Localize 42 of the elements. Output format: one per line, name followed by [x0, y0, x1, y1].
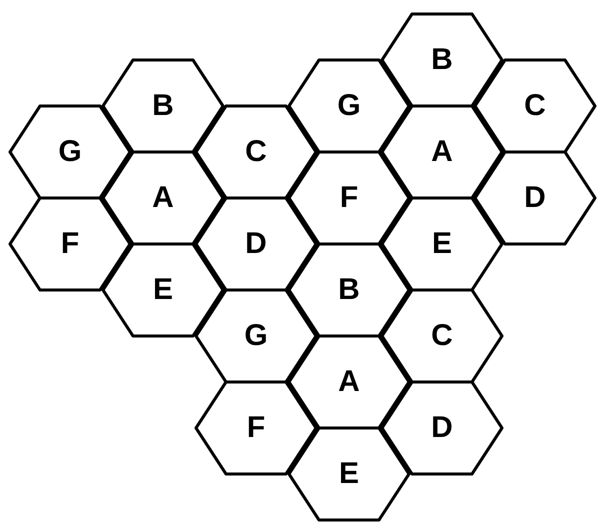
- cell-letter: A: [152, 183, 174, 213]
- hexagon-cell: [475, 152, 595, 244]
- hexagon-cell: [196, 198, 316, 290]
- hexagon-cell: [382, 106, 502, 198]
- hexagon-cell: [10, 198, 130, 290]
- hexagon-cell: [382, 382, 502, 474]
- cell-letter: E: [152, 275, 173, 305]
- hexagon-cell: [289, 244, 409, 336]
- cell-letter: G: [244, 321, 268, 351]
- hexagon-cell: [196, 106, 316, 198]
- hexagon-cell: [103, 152, 223, 244]
- cell-letter: E: [338, 459, 359, 489]
- cell-letter: G: [58, 137, 82, 167]
- hexagon-cell: [289, 152, 409, 244]
- hexagon-cell: [289, 336, 409, 428]
- cell-letter: F: [60, 229, 80, 259]
- cell-letter: D: [524, 183, 546, 213]
- hexagon-cell: [289, 60, 409, 152]
- hexagon-cell: [196, 290, 316, 382]
- hexagon-cell: [196, 382, 316, 474]
- cell-letter: D: [245, 229, 267, 259]
- cell-letter: G: [337, 91, 361, 121]
- cell-letter: B: [338, 275, 360, 305]
- cell-letter: A: [431, 137, 453, 167]
- hexagon-cell: [289, 428, 409, 520]
- cell-letter: C: [524, 91, 546, 121]
- hexagon-cell: [382, 14, 502, 106]
- cell-letter: A: [338, 367, 360, 397]
- cell-letter: B: [431, 45, 453, 75]
- hexagon-cell: [475, 60, 595, 152]
- cell-letter: D: [431, 413, 453, 443]
- hexagon-cell: [10, 106, 130, 198]
- hexagon-cell: [382, 290, 502, 382]
- cell-letter: F: [340, 183, 358, 213]
- hexagon-cell: [103, 244, 223, 336]
- hexagon-cell: [382, 198, 502, 290]
- cell-letter: E: [432, 229, 452, 259]
- cell-letter: F: [246, 413, 266, 443]
- cell-letter: C: [245, 137, 267, 167]
- cell-letter: B: [152, 91, 174, 121]
- hexagon-cell: [103, 60, 223, 152]
- cell-letter: C: [431, 321, 453, 351]
